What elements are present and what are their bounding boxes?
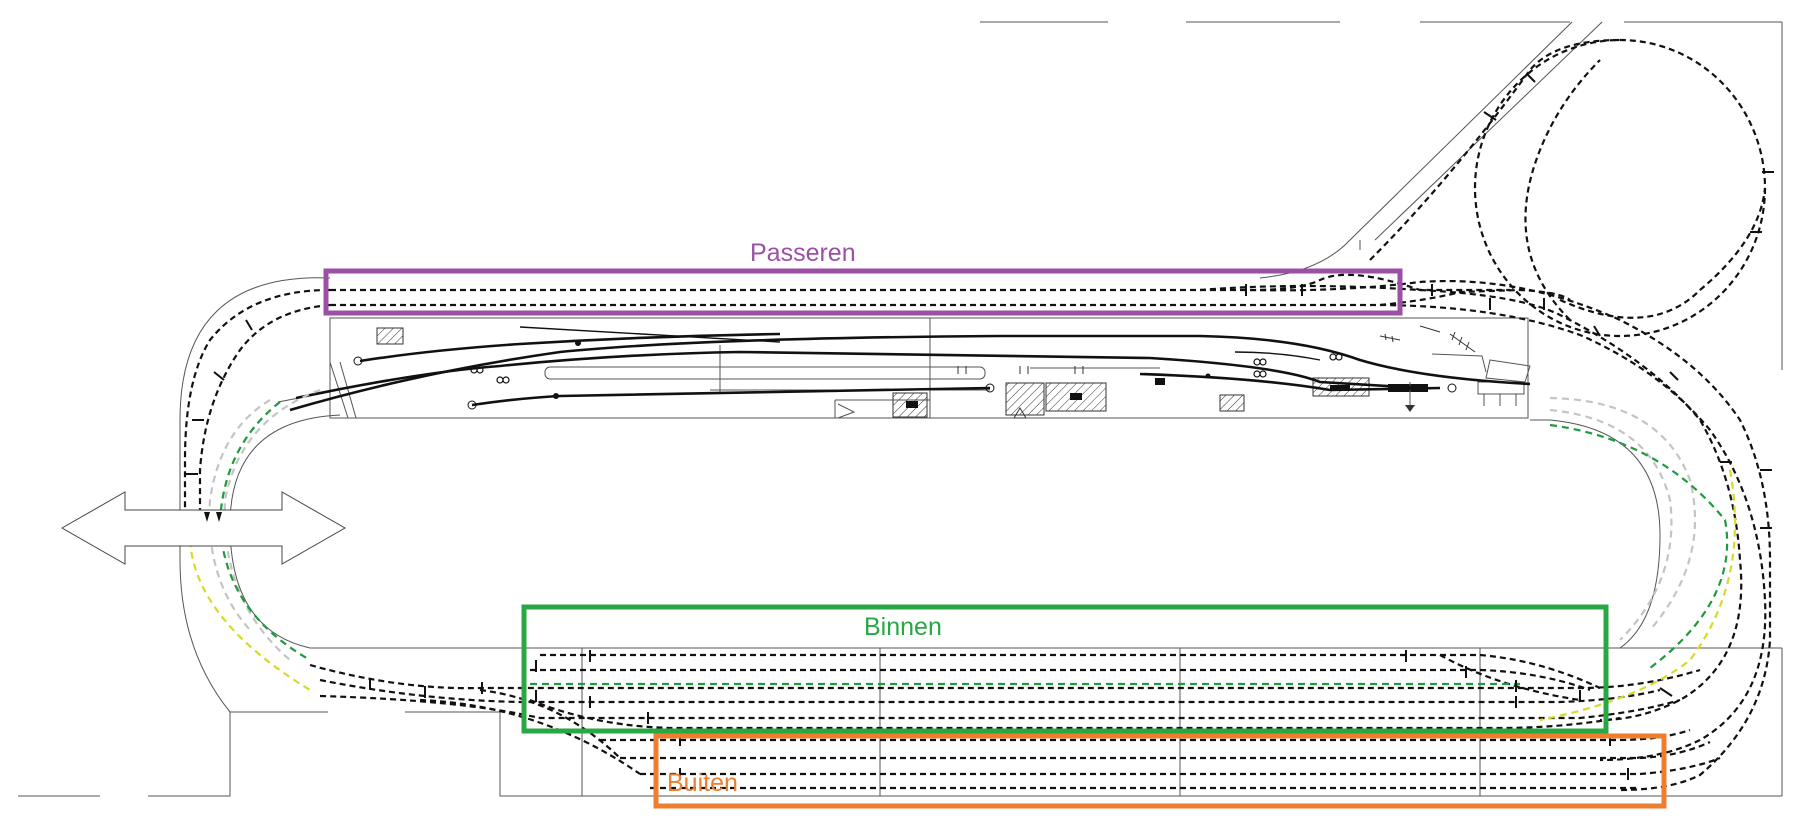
zone-label-buiten: Buiten — [667, 769, 738, 797]
signal-icon — [353, 356, 1457, 410]
zone-buiten: Buiten — [653, 733, 1667, 809]
zone-binnen: Binnen — [521, 604, 1609, 734]
zone-passeren: Passeren — [323, 239, 1403, 316]
double-arrow-icon — [60, 491, 347, 565]
buffer-stops — [204, 512, 222, 522]
zone-label-passeren: Passeren — [750, 239, 856, 267]
station-tracks — [289, 326, 1531, 412]
hatched-building-icon — [1005, 382, 1045, 416]
rail-joints — [186, 73, 1774, 780]
zone-label-binnen: Binnen — [864, 613, 942, 641]
main-tracks — [183, 38, 1772, 792]
hatched-building-icon — [1219, 394, 1245, 412]
hatched-building-icon — [376, 327, 404, 345]
room-walls — [18, 21, 1783, 797]
